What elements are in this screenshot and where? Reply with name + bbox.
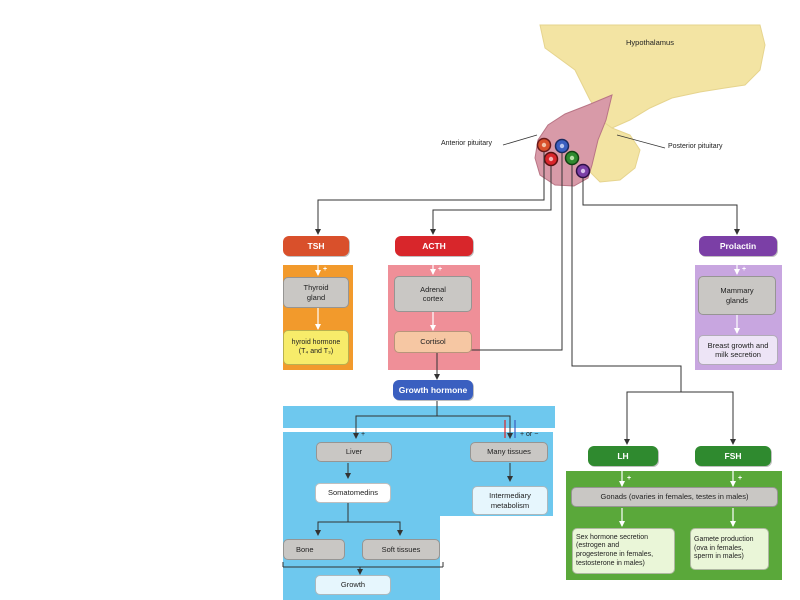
- tsh-header: TSH: [283, 236, 349, 256]
- fsh-header: FSH: [695, 446, 771, 466]
- breast-growth-box: Breast growth and milk secretion: [698, 335, 778, 365]
- acth-header: ACTH: [395, 236, 473, 256]
- gh-panel-top: [283, 406, 555, 428]
- prolactin-header: Prolactin: [699, 236, 777, 256]
- tsh-plus-sign: +: [323, 266, 328, 273]
- lh-header: LH: [588, 446, 658, 466]
- soft-tissues-box: Soft tissues: [362, 539, 440, 560]
- somatomedins-box: Somatomedins: [315, 483, 391, 503]
- posterior-pituitary-label: Posterior pituitary: [668, 143, 723, 150]
- liver-plus-sign: +: [361, 431, 366, 438]
- growth-box: Growth: [315, 575, 391, 595]
- intermediary-metabolism-box: Intermediary metabolism: [472, 486, 548, 515]
- anterior-pituitary-label: Anterior pituitary: [441, 140, 492, 147]
- adrenal-cortex-box: Adrenal cortex: [394, 276, 472, 312]
- posterior-leader-line: [616, 134, 666, 149]
- thyroid-gland-box: Thyroid gland: [283, 277, 349, 308]
- acth-plus-sign: +: [438, 266, 443, 273]
- cell-circles: [536, 137, 591, 179]
- lh-plus-sign: +: [627, 475, 632, 482]
- anterior-leader-line: [502, 134, 538, 146]
- many-tissues-box: Many tissues: [470, 442, 548, 462]
- liver-box: Liver: [316, 442, 392, 462]
- tissues-plus-minus-sign: + or −: [520, 431, 539, 438]
- sex-hormone-secretion-box: Sex hormone secretion (estrogen and prog…: [572, 528, 675, 574]
- gonads-box: Gonads (ovaries in females, testes in ma…: [571, 487, 778, 507]
- prolactin-plus-sign: +: [742, 266, 747, 273]
- cortisol-box: Cortisol: [394, 331, 472, 353]
- hypothalamus-label: Hypothalamus: [626, 38, 674, 47]
- bone-box: Bone: [283, 539, 345, 560]
- gamete-production-box: Gamete production (ova in females, sperm…: [690, 528, 769, 570]
- fsh-plus-sign: +: [738, 475, 743, 482]
- mammary-glands-box: Mammary glands: [698, 276, 776, 315]
- growth-hormone-header: Growth hormone: [393, 380, 473, 400]
- thyroid-hormone-box: hyroid hormone (T₄ and T₃): [283, 330, 349, 365]
